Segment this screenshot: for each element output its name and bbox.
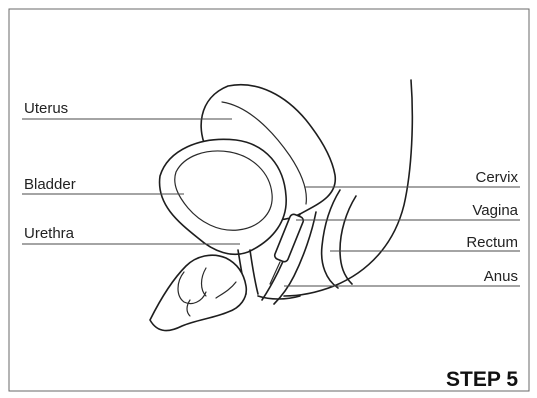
bladder-outline — [160, 139, 287, 254]
label-bladder: Bladder — [24, 176, 76, 193]
label-anus: Anus — [484, 268, 518, 285]
label-cervix: Cervix — [475, 169, 518, 186]
label-vagina: Vagina — [472, 202, 518, 219]
label-uterus: Uterus — [24, 100, 68, 117]
label-rectum: Rectum — [466, 234, 518, 251]
urethra-wall — [250, 250, 258, 294]
rectum-outline — [322, 190, 340, 288]
label-urethra: Urethra — [24, 225, 75, 242]
rectum-wall — [340, 196, 356, 284]
step-label: STEP 5 — [446, 368, 518, 391]
hand — [150, 255, 246, 330]
